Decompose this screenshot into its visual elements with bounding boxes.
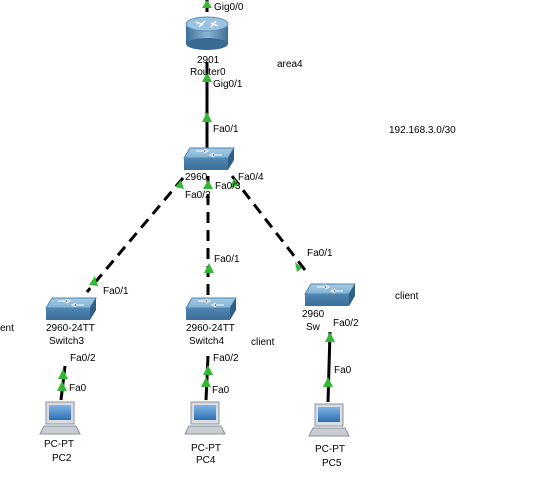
client-label-left: ent bbox=[0, 323, 14, 334]
switch4-name-label: Switch4 bbox=[189, 336, 224, 347]
switch5-port-fa01-label: Fa0/1 bbox=[307, 248, 333, 259]
switch3-icon[interactable] bbox=[45, 297, 97, 320]
switch3-model-label: 2960-24TT bbox=[46, 323, 95, 334]
switch5-name-label: Sw bbox=[306, 322, 321, 333]
pc4-port-fa0-label: Fa0 bbox=[212, 385, 230, 396]
link-up-arrow-switch0-fa03 bbox=[203, 180, 213, 189]
link-switch0-switch5[interactable] bbox=[230, 175, 307, 271]
switch3-port-fa01-label: Fa0/1 bbox=[103, 286, 129, 297]
switch0-port-fa04-label: Fa0/4 bbox=[238, 172, 264, 183]
switch4-icon[interactable] bbox=[185, 297, 237, 320]
link-switch5-pc5[interactable] bbox=[326, 331, 332, 403]
link-up-arrow-router-gig00 bbox=[202, 0, 212, 8]
link-up-arrow-switch4-fa02 bbox=[203, 365, 213, 375]
link-up-arrow-switch4-fa01 bbox=[204, 263, 214, 273]
pc4-icon[interactable] bbox=[184, 401, 226, 435]
client-label-middle: client bbox=[251, 337, 275, 348]
switch0-port-fa02-label: Fa0/2 bbox=[185, 190, 211, 201]
router-name-label: Router0 bbox=[190, 67, 226, 78]
switch4-port-fa02-label: Fa0/2 bbox=[213, 353, 239, 364]
router-port-gig00-label: Gig0/0 bbox=[214, 2, 244, 13]
link-up-arrow-switch5-fa01 bbox=[295, 262, 302, 272]
switch5-port-fa02-label: Fa0/2 bbox=[333, 318, 359, 329]
link-up-arrow-switch3-fa02 bbox=[58, 369, 68, 379]
pc4-name-label: PC4 bbox=[196, 455, 216, 466]
switch4-port-fa01-label: Fa0/1 bbox=[214, 254, 240, 265]
network-label: 192.168.3.0/30 bbox=[389, 125, 456, 136]
switch0-port-fa01-label: Fa0/1 bbox=[213, 124, 239, 135]
pc4-model-label: PC-PT bbox=[191, 443, 221, 454]
link-up-arrow-switch5-fa02 bbox=[325, 332, 335, 342]
link-up-arrow-pc4-fa0 bbox=[201, 377, 211, 387]
link-up-arrow-switch0-fa01 bbox=[202, 112, 212, 122]
pc5-name-label: PC5 bbox=[322, 458, 342, 469]
pc2-icon[interactable] bbox=[39, 401, 81, 435]
link-switch0-switch3[interactable] bbox=[85, 177, 185, 293]
switch3-name-label: Switch3 bbox=[49, 336, 84, 347]
link-up-arrow-switch0-fa04 bbox=[230, 178, 240, 188]
switch5-icon[interactable] bbox=[304, 283, 356, 306]
switch0-icon[interactable] bbox=[183, 147, 235, 170]
switch0-model-label: 2960 bbox=[185, 172, 208, 183]
area-label: area4 bbox=[277, 59, 303, 70]
router-model-label: 2901 bbox=[197, 55, 220, 66]
link-up-arrow-pc5-fa0 bbox=[323, 377, 333, 387]
pc2-port-fa0-label: Fa0 bbox=[69, 383, 87, 394]
pc2-name-label: PC2 bbox=[52, 453, 72, 464]
pc2-model-label: PC-PT bbox=[44, 439, 74, 450]
switch4-model-label: 2960-24TT bbox=[186, 323, 235, 334]
switch3-port-fa02-label: Fa0/2 bbox=[70, 353, 96, 364]
link-up-arrow-pc2-fa0 bbox=[57, 381, 67, 391]
link-up-arrow-switch0-fa02 bbox=[175, 180, 184, 189]
switch0-port-fa03-label: Fa0/3 bbox=[215, 181, 241, 192]
router-icon[interactable] bbox=[185, 16, 229, 50]
pc5-model-label: PC-PT bbox=[315, 444, 345, 455]
client-label-right: client bbox=[395, 291, 419, 302]
switch5-model-label: 2960 bbox=[302, 309, 325, 320]
link-switch4-pc4[interactable] bbox=[204, 355, 210, 401]
link-up-arrow-router-gig01 bbox=[202, 72, 212, 82]
pc5-icon[interactable] bbox=[308, 403, 350, 437]
pc5-port-fa0-label: Fa0 bbox=[334, 365, 352, 376]
router-port-gig01-label: Gig0/1 bbox=[213, 79, 243, 90]
link-up-arrow-switch3-fa01 bbox=[89, 276, 98, 286]
